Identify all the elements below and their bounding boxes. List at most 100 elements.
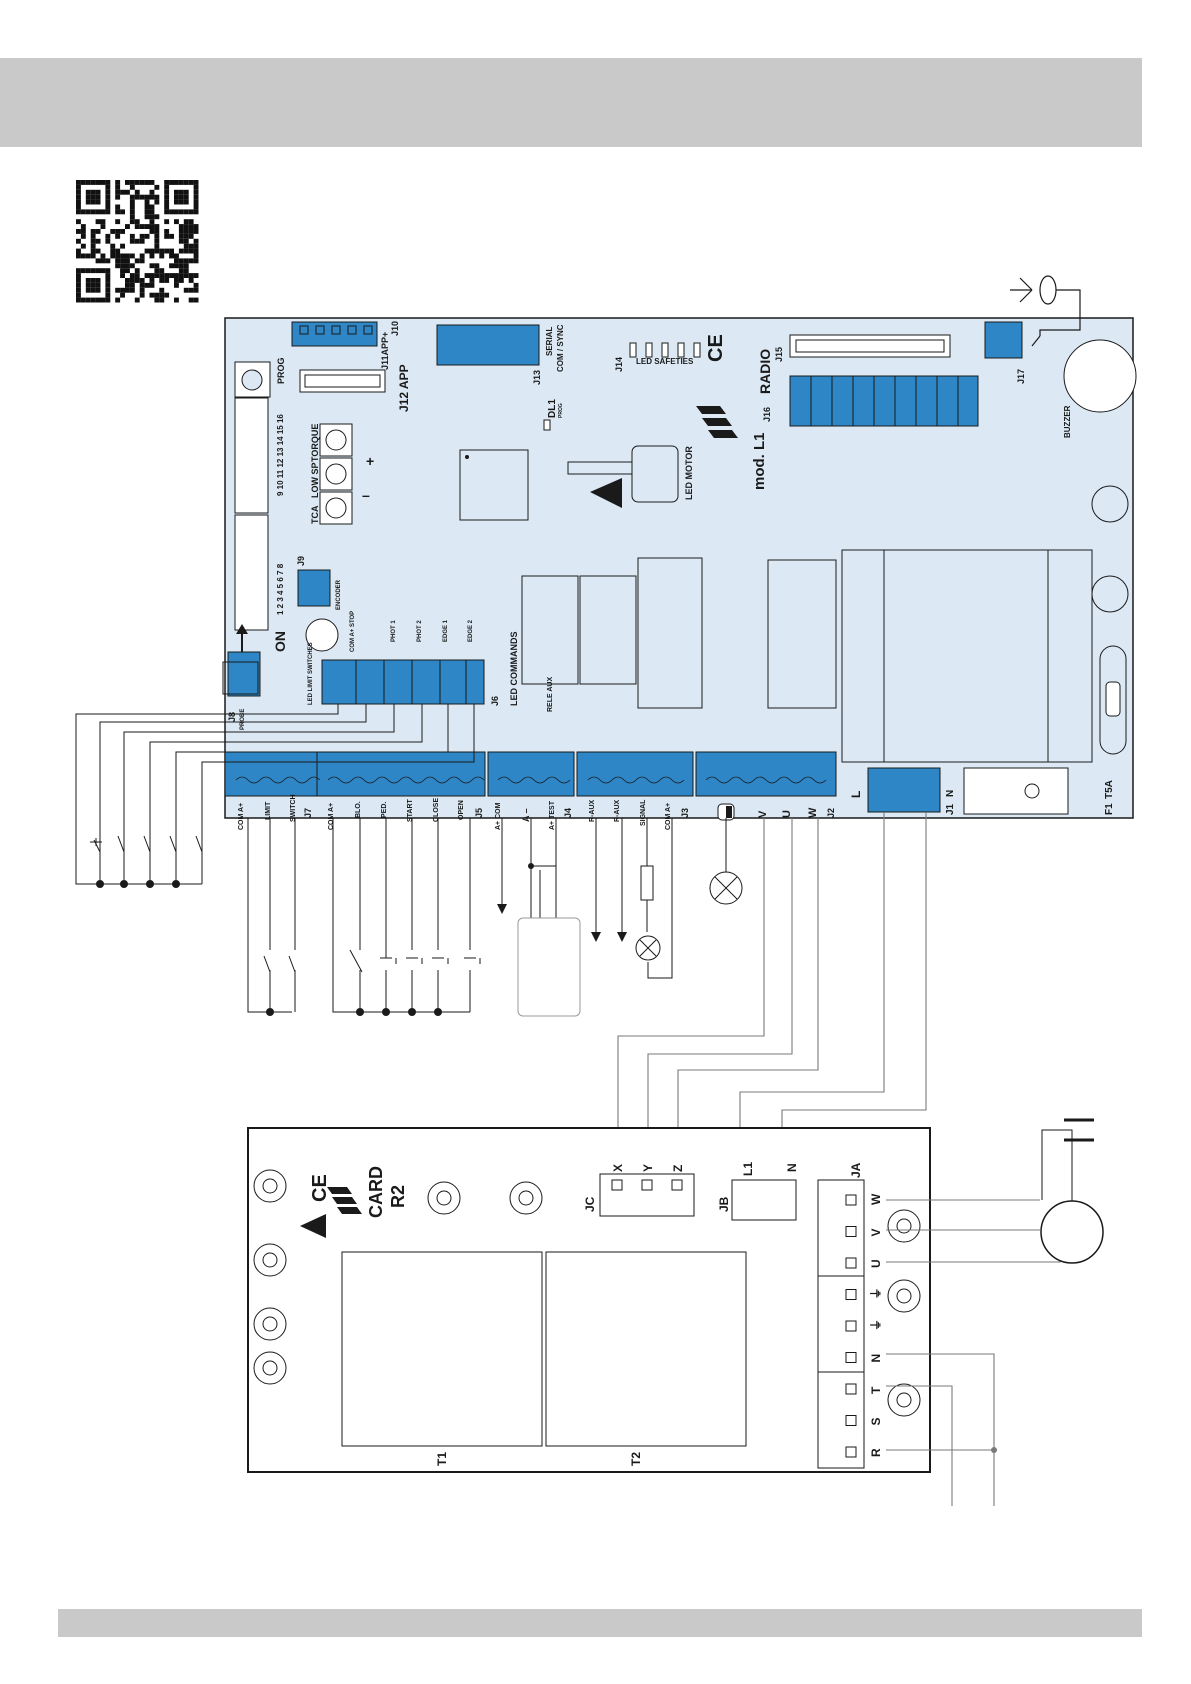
serial-label: SERIAL [545,327,554,356]
ja-terminal-label: S [869,1417,883,1425]
j8-probe-connector[interactable] [227,651,261,697]
antenna-icon [1010,275,1081,347]
ja-terminal-slot[interactable] [845,1257,857,1269]
j4-aminus-label: A – [521,808,531,822]
j8-label: J8 [227,712,237,722]
j17-label: J17 [1016,369,1026,384]
phot1-label: PHOT 1 [391,620,397,642]
j15-label: J15 [774,347,784,362]
ja-terminal-slot[interactable] [845,1415,857,1426]
ja-terminal-label: U [869,1259,883,1268]
relay-2 [579,575,637,685]
ja-terminal-label: ⏚ [869,1319,883,1331]
j7-com-label: COM A+ [238,803,245,830]
ja-terminal-label: T [869,1386,883,1394]
t1-label: T1 [435,1452,449,1466]
j14-label: J14 [614,357,624,372]
brand-logo-icon [696,406,738,438]
j3-raux2-label: R-AUX [614,800,621,822]
buzzer-label: BUZZER [1063,405,1072,438]
jb-connector[interactable] [731,1179,797,1221]
j12-app-connector[interactable] [299,369,386,393]
j5-close-label: CLOSE [433,798,440,822]
model-label: mod. L1 [751,432,768,490]
relay-4 [767,559,837,709]
com-stop-label: COM A+ STOP [350,611,356,652]
ja-terminal-slot[interactable] [845,1320,857,1332]
dip-labels-1-8: 1 2 3 4 5 6 7 8 [276,563,285,615]
t5a-label: T5A [1104,780,1115,799]
motor-icon [717,803,735,821]
transformer-block [841,549,1093,763]
qr-code-icon [76,180,199,303]
f1-fuse-holder [963,767,1069,815]
card-warning-esd-icon [300,1214,326,1238]
j2-label: J2 [826,808,836,818]
j1-label: J1 [945,803,956,815]
led-limit-switches-label: LED LIMIT SWITCHES [308,642,314,705]
j3-label: J3 [680,808,690,818]
jc-label: JC [583,1196,597,1212]
ja-terminal-slot[interactable] [845,1289,857,1300]
j7-label: J7 [303,808,313,818]
j7-terminal[interactable] [224,751,318,797]
mcu-chip [459,449,529,521]
prog-label: PROG [276,357,286,384]
dl1-label: DL1 [547,399,558,418]
ja-terminal-slot[interactable] [845,1446,857,1458]
led-motor-label: LED MOTOR [684,446,694,500]
ja-terminal-slot[interactable] [845,1226,857,1237]
j7-switch-label: SWITCH [290,794,297,822]
header-band [0,58,1142,147]
dip-switch-9-16[interactable] [234,397,269,514]
j3-com-label: COM A+ [665,803,672,830]
j15-radio-connector[interactable] [789,334,951,358]
j2-w-label: W [807,807,819,818]
ja-terminal[interactable] [817,1179,865,1469]
x-label: X [611,1164,625,1172]
dip-switch-1-8[interactable] [234,514,269,631]
dl1-prog-label: PROG [558,403,564,418]
tca-label: TCA [310,505,320,524]
j5-label: J5 [474,808,484,818]
j5-ped-label: PED. [381,802,388,818]
j13-serial-connector[interactable] [436,324,540,366]
relay-aux [521,575,579,685]
footer-band [58,1609,1142,1637]
j3-raux1-label: R-AUX [589,800,596,822]
j4-label: J4 [563,808,573,818]
j10-label: J10 [390,321,400,336]
ja-terminal-slot[interactable] [845,1383,857,1395]
j17-antenna-connector[interactable] [984,321,1023,359]
trimmers[interactable] [319,423,353,525]
card-ce-mark-icon: CE [309,1174,331,1202]
j4-terminal[interactable] [487,751,575,797]
j16-connector[interactable] [789,375,979,427]
rele-aux-label: RELE AUX [547,677,554,712]
lamp-icon [635,871,743,961]
j3-terminal[interactable] [576,751,694,797]
radio-label: RADIO [757,349,773,394]
j11-label: J11APP+ [380,332,390,370]
ja-terminal-slot[interactable] [845,1194,857,1206]
card-model: R2 [388,1185,408,1208]
phot2-label: PHOT 2 [417,620,423,642]
j3-signal-label: SIGNAL [640,799,647,826]
j4-com-label: A+ COM [495,802,502,830]
j6-label: J6 [490,696,500,706]
j9-encoder-connector[interactable] [297,569,331,607]
j1-mains-terminal[interactable] [867,767,941,813]
j7-limit-label: LIMIT [265,801,272,820]
j2-v-label: V [757,810,769,818]
encoder-label: ENCODER [336,579,342,610]
j5-terminal[interactable] [316,751,486,797]
ja-terminal-slot[interactable] [845,1352,857,1363]
dip-labels-9-16: 9 10 11 12 13 14 15 16 [276,414,285,496]
j2-u-label: U [781,810,793,818]
j12-label: J12 APP [397,364,411,412]
relay-3 [637,557,703,709]
j2-terminal[interactable] [695,751,837,797]
j6-safety-connector[interactable] [321,659,485,705]
com-sync-label: COM / SYNC [556,324,565,372]
